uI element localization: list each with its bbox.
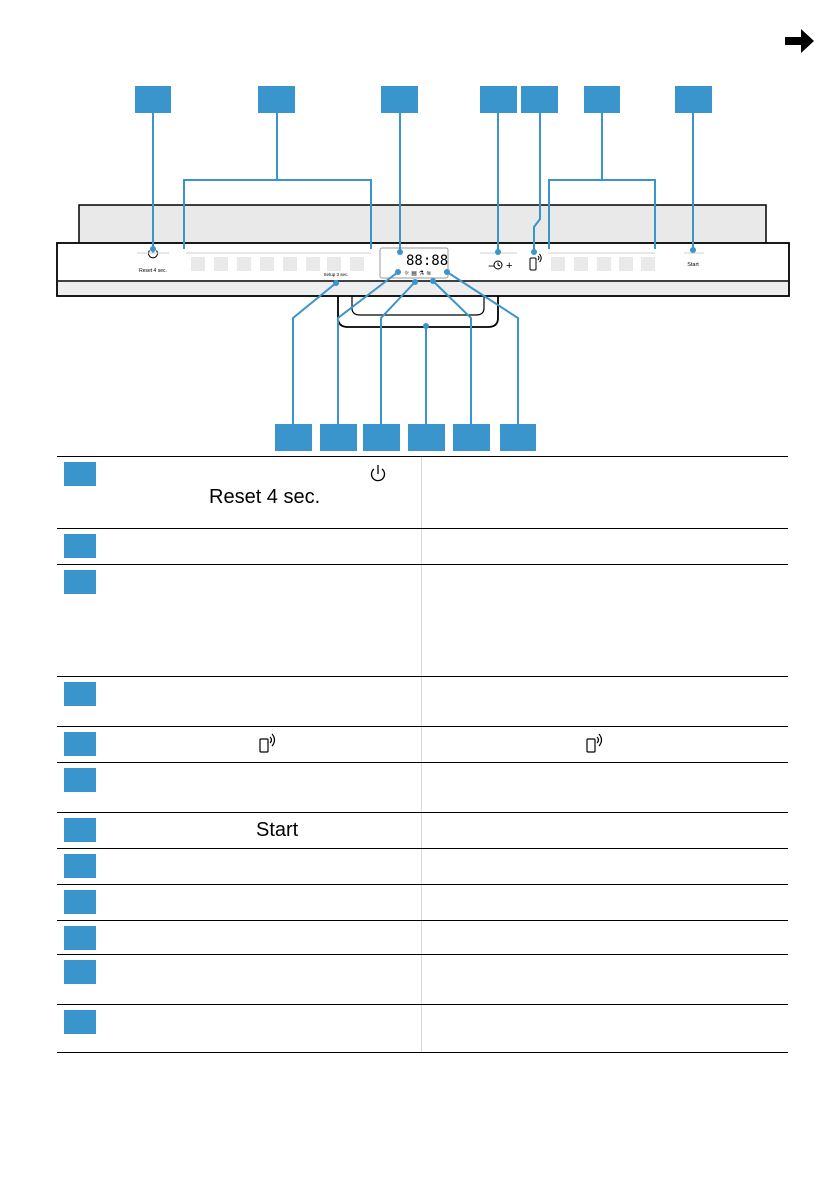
- program-button: [191, 257, 205, 271]
- legend-badge: [64, 462, 96, 486]
- legend-row-10: [57, 920, 788, 955]
- option-button: [551, 257, 565, 271]
- legend-bottom-rule: [57, 1052, 788, 1053]
- legend-row-4: [57, 676, 788, 727]
- callout-badge-top-2: [258, 86, 295, 113]
- legend-row-7: Start: [57, 812, 788, 849]
- power-icon: [370, 465, 386, 482]
- legend-badge: [64, 1010, 96, 1034]
- legend-badge: [64, 854, 96, 878]
- legend-badge: [64, 926, 96, 950]
- panel-start-label: Start: [687, 262, 699, 268]
- program-button: [237, 257, 251, 271]
- display-digits: 88:88: [406, 253, 448, 269]
- legend-badge: [64, 890, 96, 914]
- panel-reset-label: Reset 4 sec.: [139, 268, 167, 274]
- legend-badge: [64, 818, 96, 842]
- legend-badge: [64, 534, 96, 558]
- legend-row-8: [57, 848, 788, 885]
- legend-start-text: Start: [256, 819, 299, 841]
- option-buttons-right: [551, 257, 655, 271]
- callout-badge-top-7: [675, 86, 712, 113]
- remote-start-icon: [586, 733, 603, 753]
- callout-badge-top-5: [521, 86, 558, 113]
- callout-badge-bottom-6: [500, 424, 536, 451]
- program-button: [327, 257, 341, 271]
- legend-badge: [64, 682, 96, 706]
- option-button: [619, 257, 633, 271]
- legend-reset-text: Reset 4 sec.: [209, 486, 321, 508]
- legend-row-5: [57, 726, 788, 763]
- door-cover: [78, 204, 767, 246]
- callout-badge-bottom-4: [408, 424, 445, 451]
- callout-badge-bottom-3: [363, 424, 400, 451]
- callout-badge-bottom-2: [320, 424, 357, 451]
- remote-start-icon: [259, 733, 276, 753]
- legend-badge: [64, 570, 96, 594]
- timer-clock-icon: [493, 260, 503, 270]
- callout-badge-top-1: [135, 86, 171, 113]
- remote-start-icon: [529, 253, 542, 271]
- program-button: [214, 257, 228, 271]
- page-arrow-icon: [785, 29, 814, 53]
- callout-badge-top-6: [584, 86, 620, 113]
- legend-row-6: [57, 762, 788, 813]
- control-panel-diagram: Reset 4 sec. Setup 3 sec. 88:88 ☼ ▤ ⚗ ≋ …: [56, 86, 790, 451]
- legend-row-2: [57, 528, 788, 565]
- legend-row-3: [57, 564, 788, 677]
- timer-plus-button: +: [506, 260, 512, 272]
- program-buttons-left: [191, 257, 364, 271]
- display-status-icons: ☼ ▤ ⚗ ≋: [404, 270, 431, 277]
- program-button: [260, 257, 274, 271]
- option-button: [641, 257, 655, 271]
- callout-badge-top-3: [381, 86, 418, 113]
- timer-minus-button: −: [488, 259, 495, 273]
- program-button: [306, 257, 320, 271]
- legend-row-11: [57, 954, 788, 1005]
- option-button: [574, 257, 588, 271]
- legend-row-12: [57, 1004, 788, 1053]
- legend-row-9: [57, 884, 788, 921]
- option-button: [597, 257, 611, 271]
- legend-row-1: Reset 4 sec.: [57, 456, 788, 529]
- callout-badge-top-4: [480, 86, 517, 113]
- panel-setup-label: Setup 3 sec.: [323, 272, 348, 277]
- callout-badge-bottom-5: [453, 424, 490, 451]
- program-button: [283, 257, 297, 271]
- program-button: [350, 257, 364, 271]
- legend-badge: [64, 732, 96, 756]
- legend-badge: [64, 768, 96, 792]
- legend-badge: [64, 960, 96, 984]
- callout-badge-bottom-1: [275, 424, 312, 451]
